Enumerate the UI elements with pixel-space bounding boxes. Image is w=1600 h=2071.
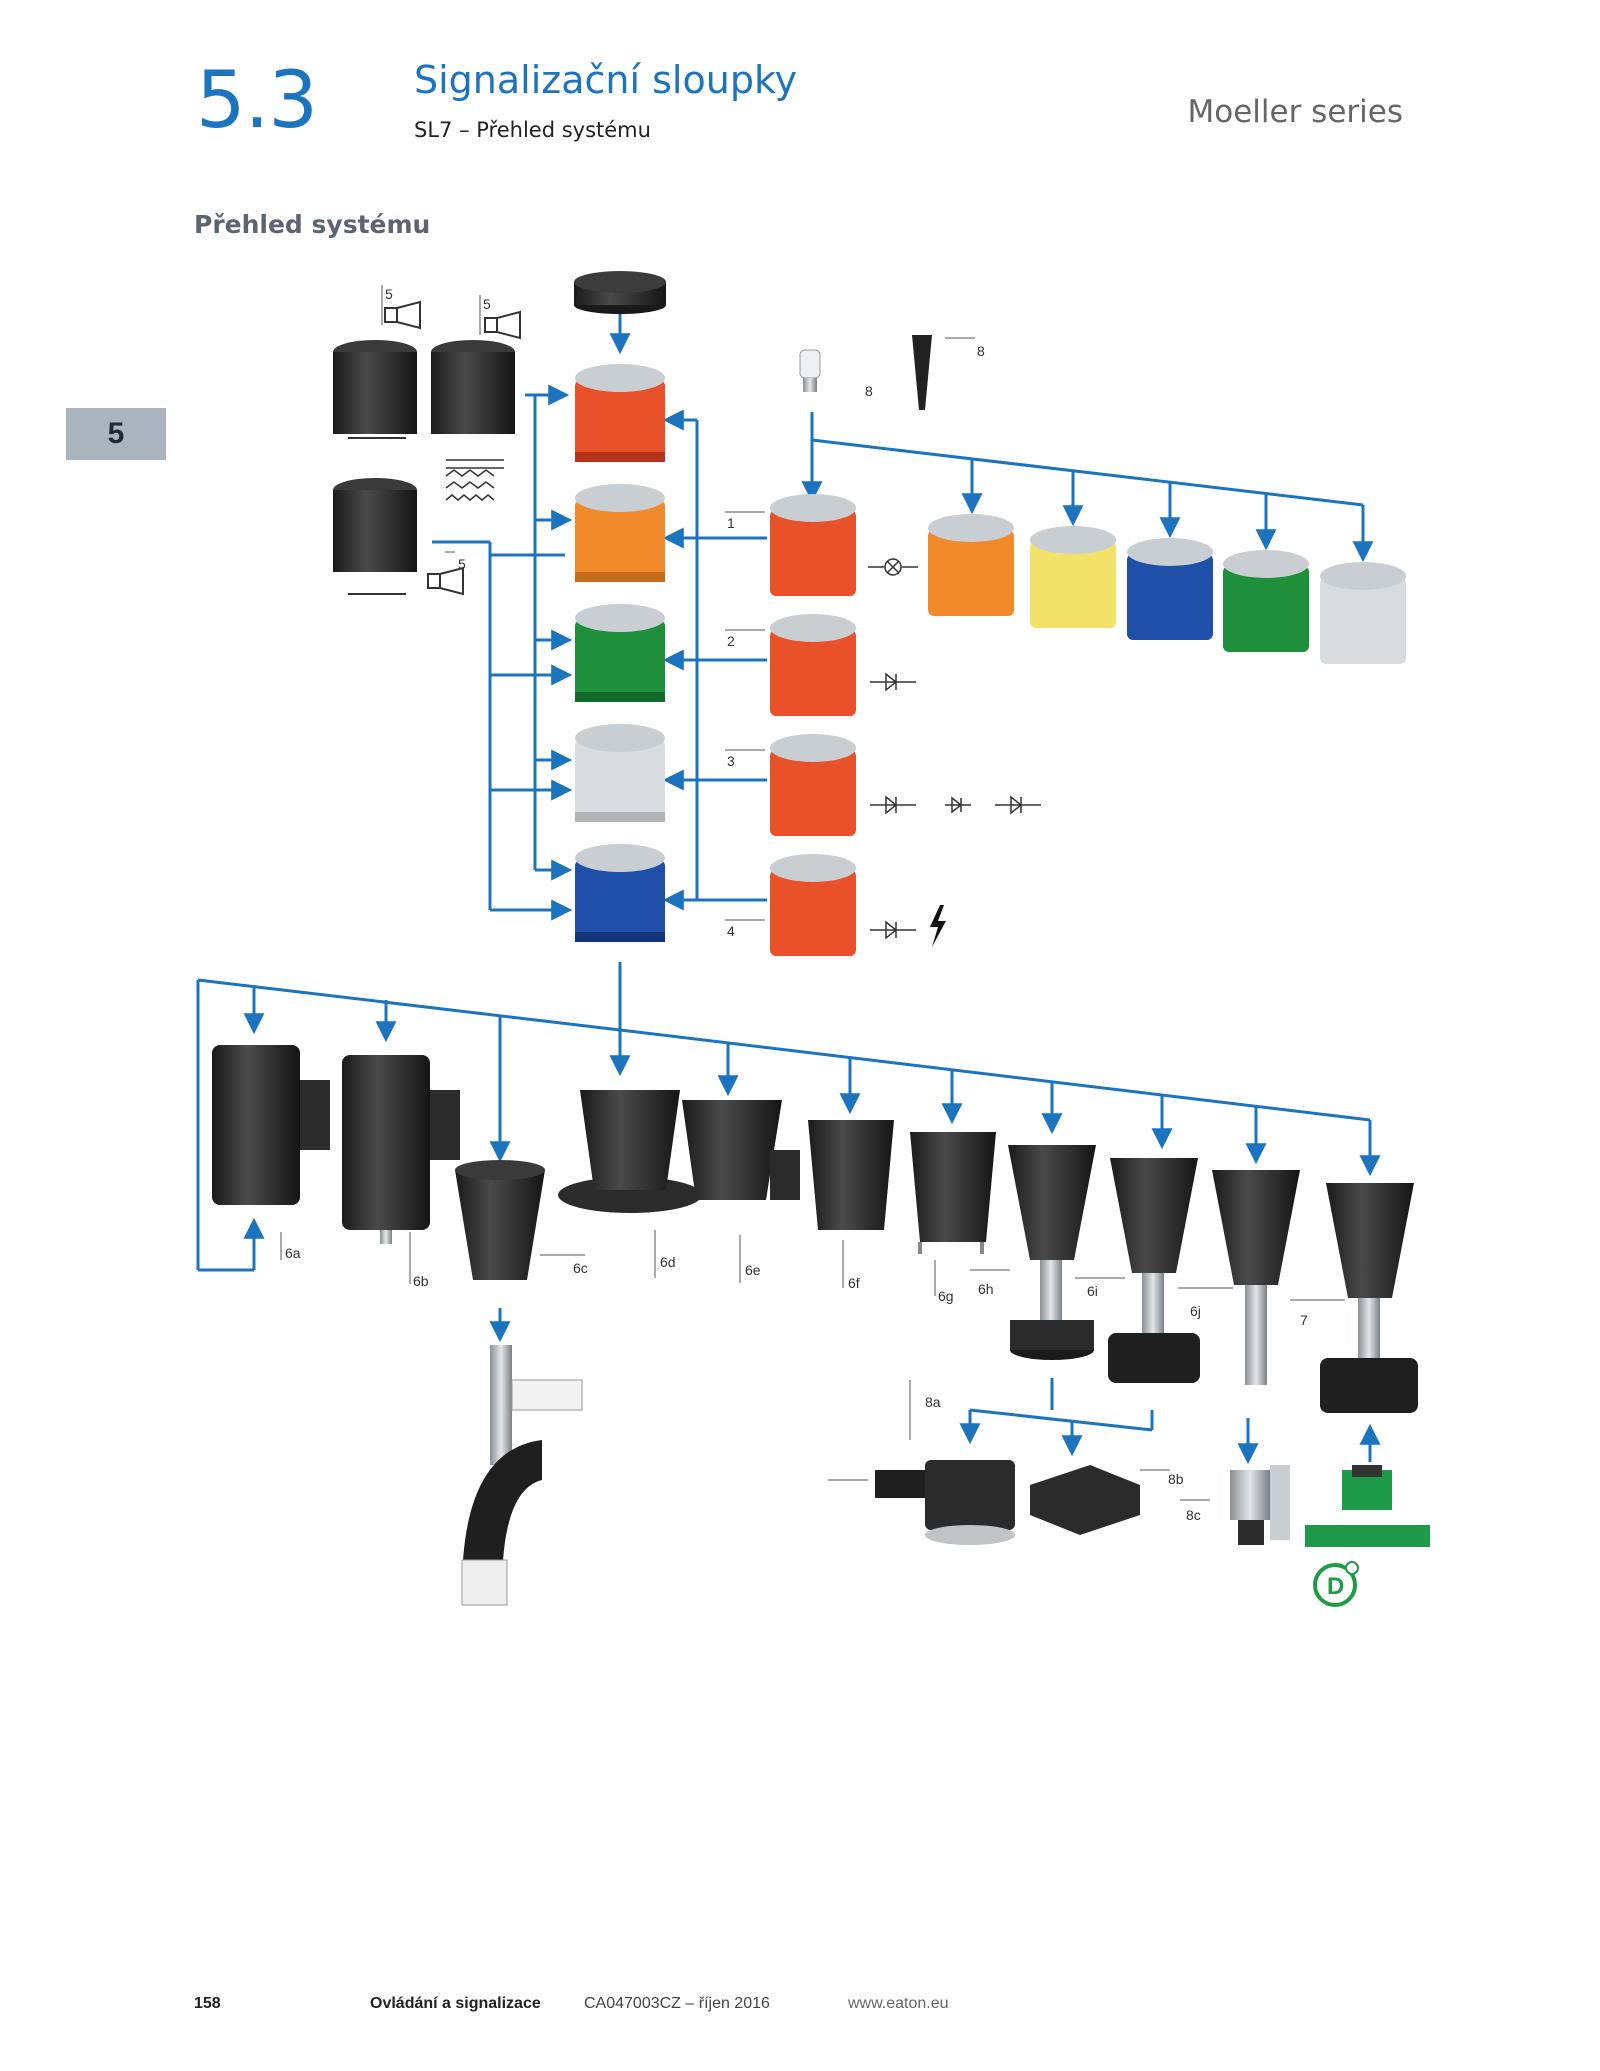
section-number: 5.3 [196, 56, 318, 146]
base-6d-flange [558, 1090, 702, 1213]
mounting-plate-8b [1030, 1465, 1140, 1535]
base-7-asi [1320, 1183, 1418, 1413]
base-6g [910, 1132, 996, 1254]
light-element-3-blink [770, 734, 856, 836]
bulb-puller-tool [912, 335, 932, 410]
callout-6h: 6h [978, 1281, 994, 1297]
pipe-mount-bracket [461, 1345, 583, 1606]
base-6e-angle [682, 1100, 800, 1200]
footer-catalog: CA047003CZ – říjen 2016 [584, 1995, 770, 2012]
callout-8-bulb: 8 [865, 383, 873, 399]
callout-8-tool: 8 [977, 343, 985, 359]
light-element-4-strobe [770, 854, 856, 956]
footer-website[interactable]: www.eaton.eu [848, 1995, 949, 2012]
top-cap [574, 271, 666, 314]
callout-6b: 6b [413, 1273, 429, 1289]
callout-2: 2 [727, 633, 735, 649]
overview-heading: Přehled systému [194, 210, 431, 239]
asi-logo: D [1313, 1561, 1359, 1607]
light-module-yellow [1030, 526, 1116, 628]
callout-6j: 6j [1190, 1303, 1201, 1319]
callout-5b: 5 [483, 296, 491, 312]
section-title: Signalizační sloupky [414, 58, 798, 102]
callout-3: 3 [727, 753, 735, 769]
callout-7: 7 [1300, 1312, 1308, 1328]
stack-module-red [575, 364, 665, 462]
callout-8c: 8c [1186, 1507, 1201, 1523]
light-element-2-flash [770, 614, 856, 716]
lightning-icon [930, 905, 946, 947]
callout-5a: 5 [385, 286, 393, 302]
lamp-symbol-icon [868, 558, 918, 576]
connector-8a [875, 1460, 1015, 1545]
stack-module-white [575, 724, 665, 822]
siren-module-2 [431, 340, 515, 434]
footer-page-number: 158 [194, 1995, 221, 2012]
callout-6g: 6g [938, 1288, 954, 1304]
connection-arrows [196, 305, 1381, 1465]
base-6c-tube [455, 1160, 545, 1280]
bracket-8c [1230, 1465, 1290, 1545]
footer-chapter: Ovládání a signalizace [370, 1995, 541, 2012]
callout-6a: 6a [285, 1245, 301, 1261]
asi-flat-cable [1305, 1465, 1430, 1547]
tone-pattern-icon [445, 459, 504, 501]
led-bulb-icon [799, 349, 821, 392]
callout-6f: 6f [848, 1275, 860, 1291]
section-subtitle: SL7 – Přehled systému [414, 118, 651, 142]
light-module-white [1320, 562, 1406, 664]
base-6i-tube-foot [1108, 1158, 1200, 1383]
led-symbol-icon [870, 672, 1041, 940]
base-6j-tube [1212, 1170, 1300, 1385]
callout-1: 1 [727, 515, 735, 531]
light-module-orange [928, 514, 1014, 616]
callout-5c: 5 [458, 556, 466, 572]
siren-module-3 [333, 478, 417, 595]
siren-module-1 [333, 340, 417, 439]
callout-4: 4 [727, 923, 735, 939]
callout-8b: 8b [1168, 1471, 1184, 1487]
base-6a-wall [212, 1045, 330, 1205]
base-6h-tube-flange [1008, 1145, 1096, 1360]
series-label: Moeller series [1187, 94, 1404, 130]
callout-6i: 6i [1087, 1283, 1098, 1299]
stack-module-orange [575, 484, 665, 582]
callout-8a: 8a [925, 1394, 941, 1410]
horn-icon [384, 300, 521, 596]
light-element-1-steady [770, 494, 856, 596]
stack-module-green [575, 604, 665, 702]
callout-6d: 6d [660, 1254, 676, 1270]
stack-module-blue [575, 844, 665, 942]
light-module-green [1223, 550, 1309, 652]
base-6b-wall-m12 [342, 1055, 460, 1244]
base-6f [808, 1120, 894, 1230]
svg-text:D: D [1327, 1573, 1344, 1600]
light-module-blue [1127, 538, 1213, 640]
callout-6c: 6c [573, 1260, 588, 1276]
chapter-tab: 5 [66, 408, 166, 460]
callout-6e: 6e [745, 1262, 761, 1278]
